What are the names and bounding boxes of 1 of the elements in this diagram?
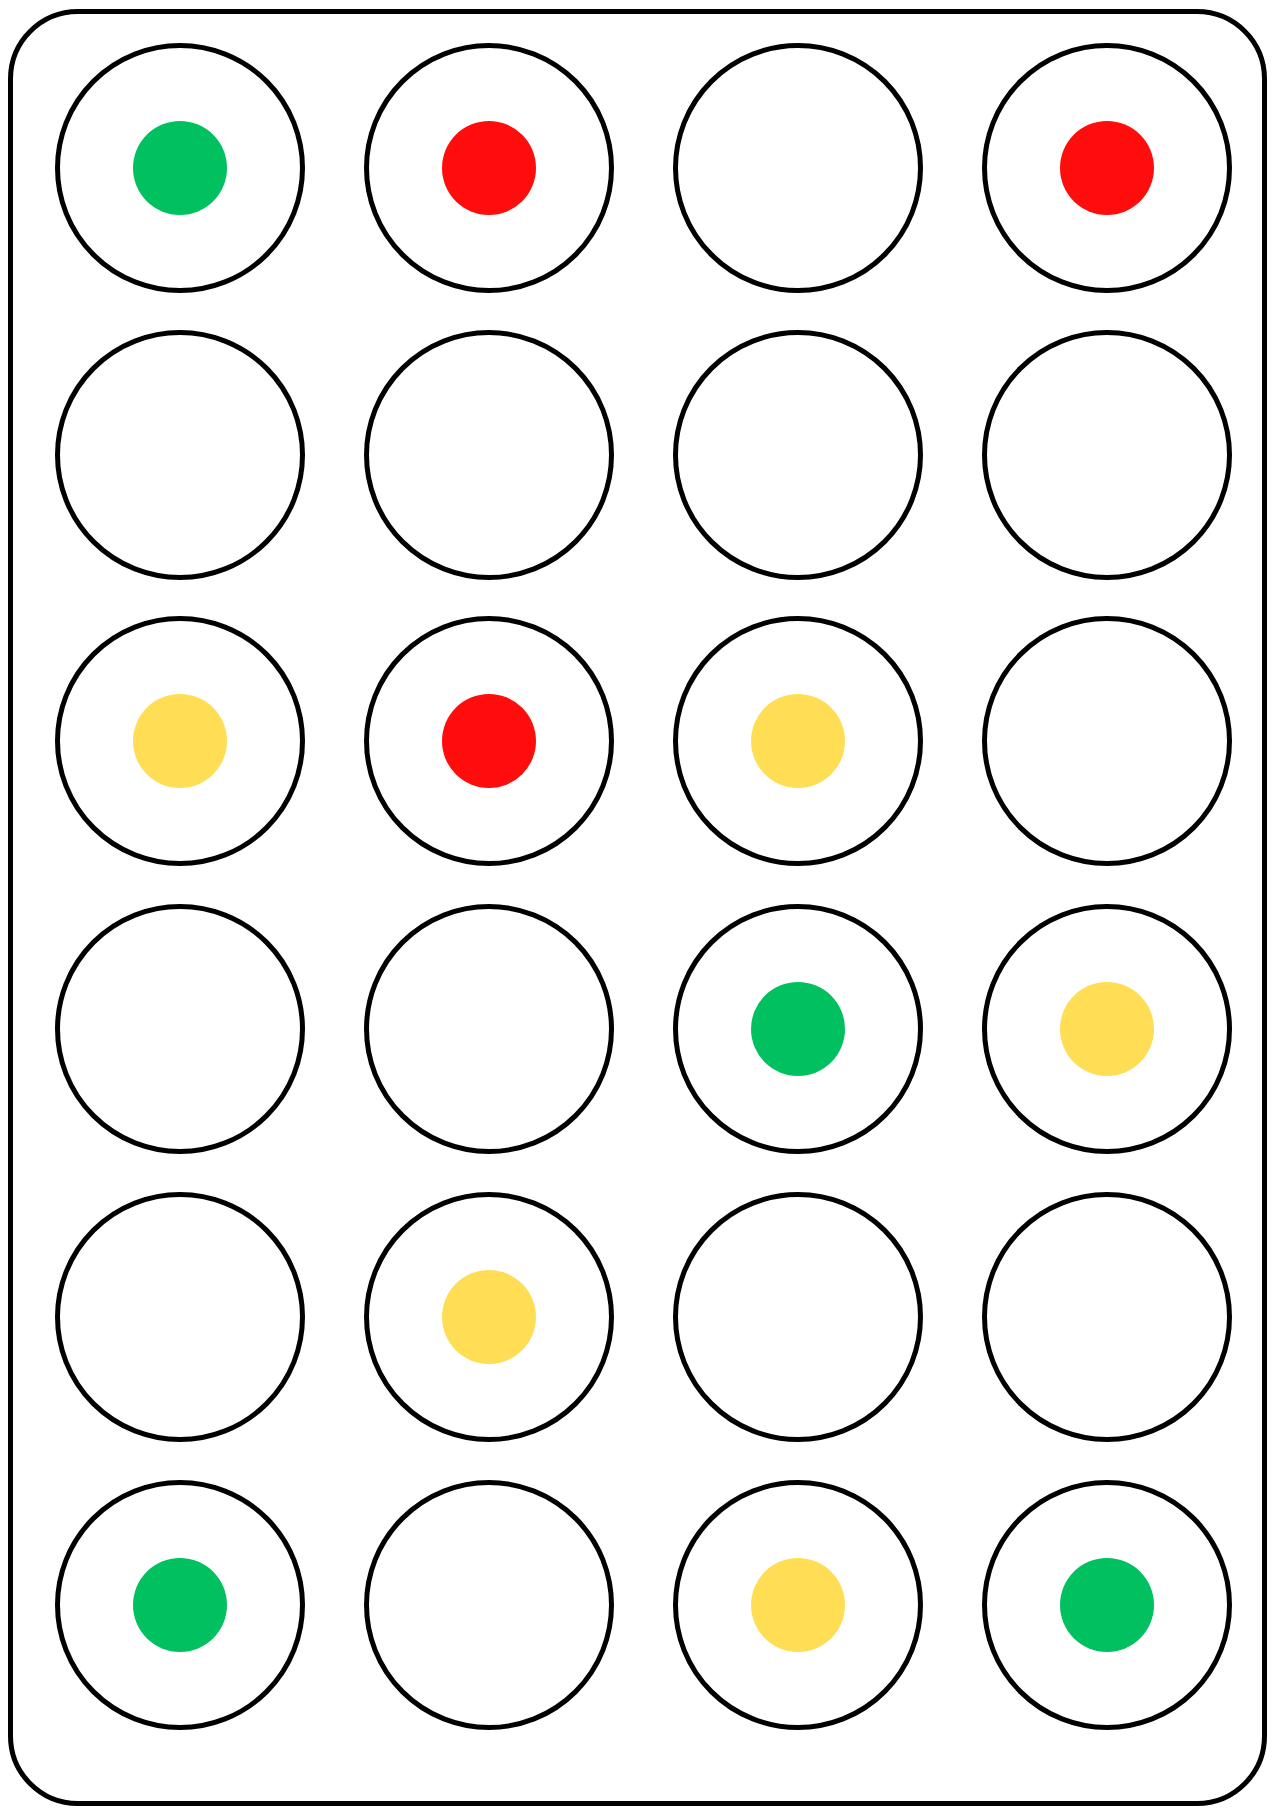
tray-panel	[8, 9, 1267, 1806]
